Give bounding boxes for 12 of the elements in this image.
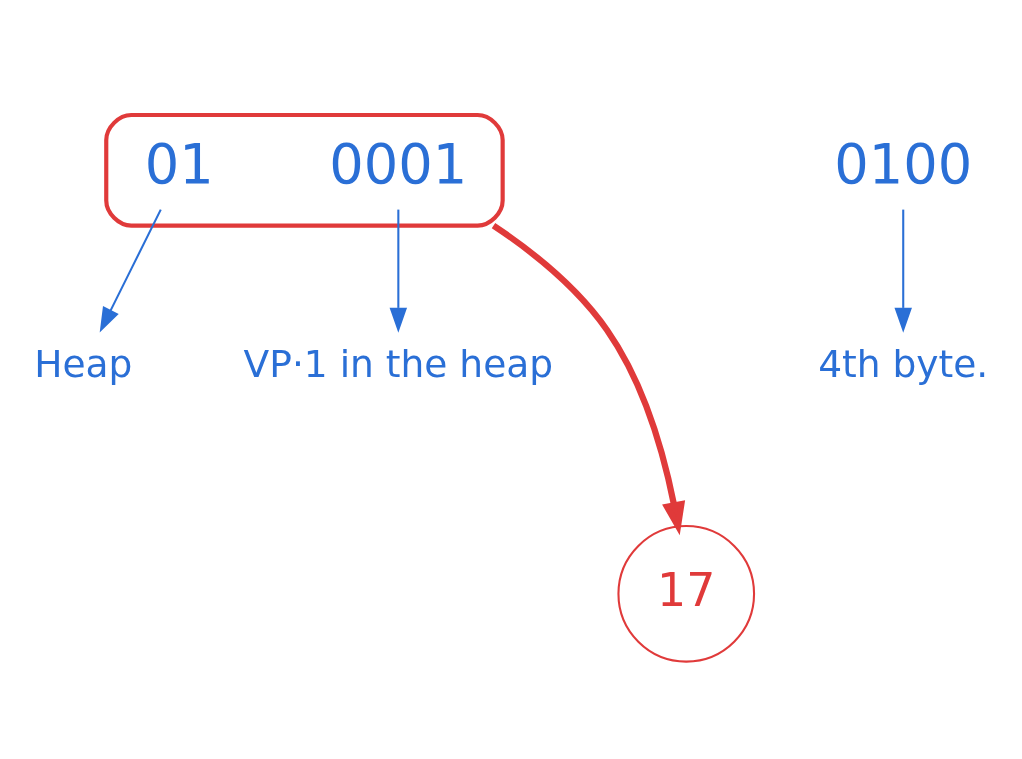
arrow [389, 209, 408, 333]
node-text: 0001 [329, 132, 468, 196]
arrow [894, 209, 912, 333]
node-text: VP·1 in the heap [243, 341, 554, 386]
node-text: 0100 [834, 132, 973, 196]
arrow [99, 208, 162, 332]
node-circle: 17 [617, 524, 756, 663]
arrow [491, 222, 686, 535]
node-text: Heap [34, 341, 133, 386]
node-text: 4th byte. [818, 341, 989, 386]
cluster [104, 112, 505, 228]
node-text: 01 [144, 132, 214, 196]
